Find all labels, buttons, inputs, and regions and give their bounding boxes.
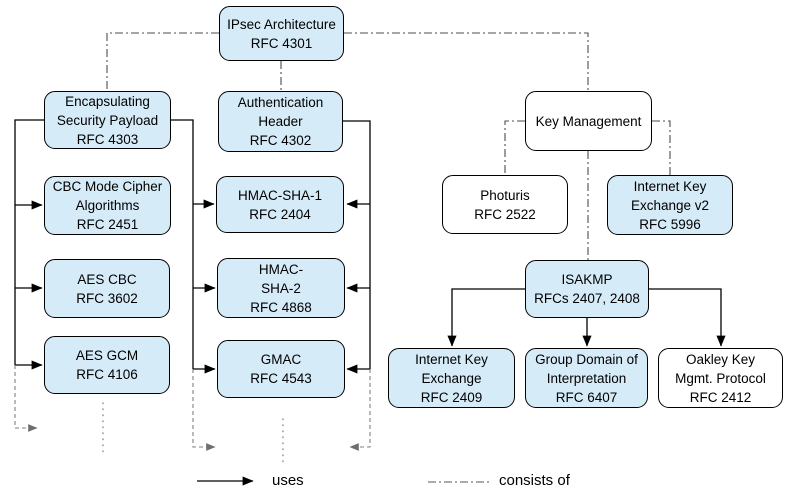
node-hmac-sha-1: HMAC-SHA-1 RFC 2404 [216,176,344,233]
node-cbc-mode-cipher-algorithms: CBC Mode Cipher Algorithms RFC 2451 [44,176,171,235]
node-photuris: Photuris RFC 2522 [442,175,568,234]
node-label: Encapsulating Security Payload RFC 4303 [56,93,159,147]
node-label: AES GCM RFC 4106 [75,348,139,382]
node-label: Internet Key Exchange RFC 2409 [415,351,488,405]
node-label: ISAKMP RFCs 2407, 2408 [534,272,640,306]
consists-of-connectors [106,32,671,260]
legend-consists-of-label: consists of [499,472,570,489]
legend-uses-label: uses [272,472,304,489]
node-gmac: GMAC RFC 4543 [217,340,345,398]
node-group-domain-of-interpretation: Group Domain of Interpretation RFC 6407 [525,348,648,408]
node-label: GMAC RFC 4543 [250,352,312,386]
continuation-arrows [14,365,371,451]
node-label: Key Management [535,113,642,129]
ellipsis-dots [102,402,284,468]
node-label: Internet Key Exchange v2 RFC 5996 [630,178,710,232]
node-authentication-header: Authentication Header RFC 4302 [218,91,343,152]
node-aes-gcm: AES GCM RFC 4106 [44,336,170,394]
node-hmac-sha-2: HMAC- SHA-2 RFC 4868 [217,258,345,318]
node-oakley-key-mgmt-protocol: Oakley Key Mgmt. Protocol RFC 2412 [658,348,783,408]
node-ipsec-architecture: IPsec Architecture RFC 4301 [219,6,344,61]
node-label: HMAC-SHA-1 RFC 2404 [237,187,322,222]
node-aes-cbc: AES CBC RFC 3602 [44,259,170,318]
node-label: Oakley Key Mgmt. Protocol RFC 2412 [675,351,766,405]
node-label: AES CBC RFC 3602 [76,271,138,306]
node-label: IPsec Architecture RFC 4301 [227,16,336,51]
node-label: HMAC- SHA-2 RFC 4868 [250,261,312,315]
node-internet-key-exchange: Internet Key Exchange RFC 2409 [388,348,515,408]
node-label: Authentication Header RFC 4302 [237,95,324,148]
node-label: CBC Mode Cipher Algorithms RFC 2451 [52,179,163,232]
node-label: Group Domain of Interpretation RFC 6407 [535,351,638,405]
node-internet-key-exchange-v2: Internet Key Exchange v2 RFC 5996 [607,175,733,235]
node-isakmp: ISAKMP RFCs 2407, 2408 [525,260,649,318]
node-encapsulating-security-payload: Encapsulating Security Payload RFC 4303 [44,91,171,149]
node-key-management: Key Management [525,91,652,151]
uses-connectors [14,119,726,374]
node-label: Photuris RFC 2522 [474,187,536,222]
